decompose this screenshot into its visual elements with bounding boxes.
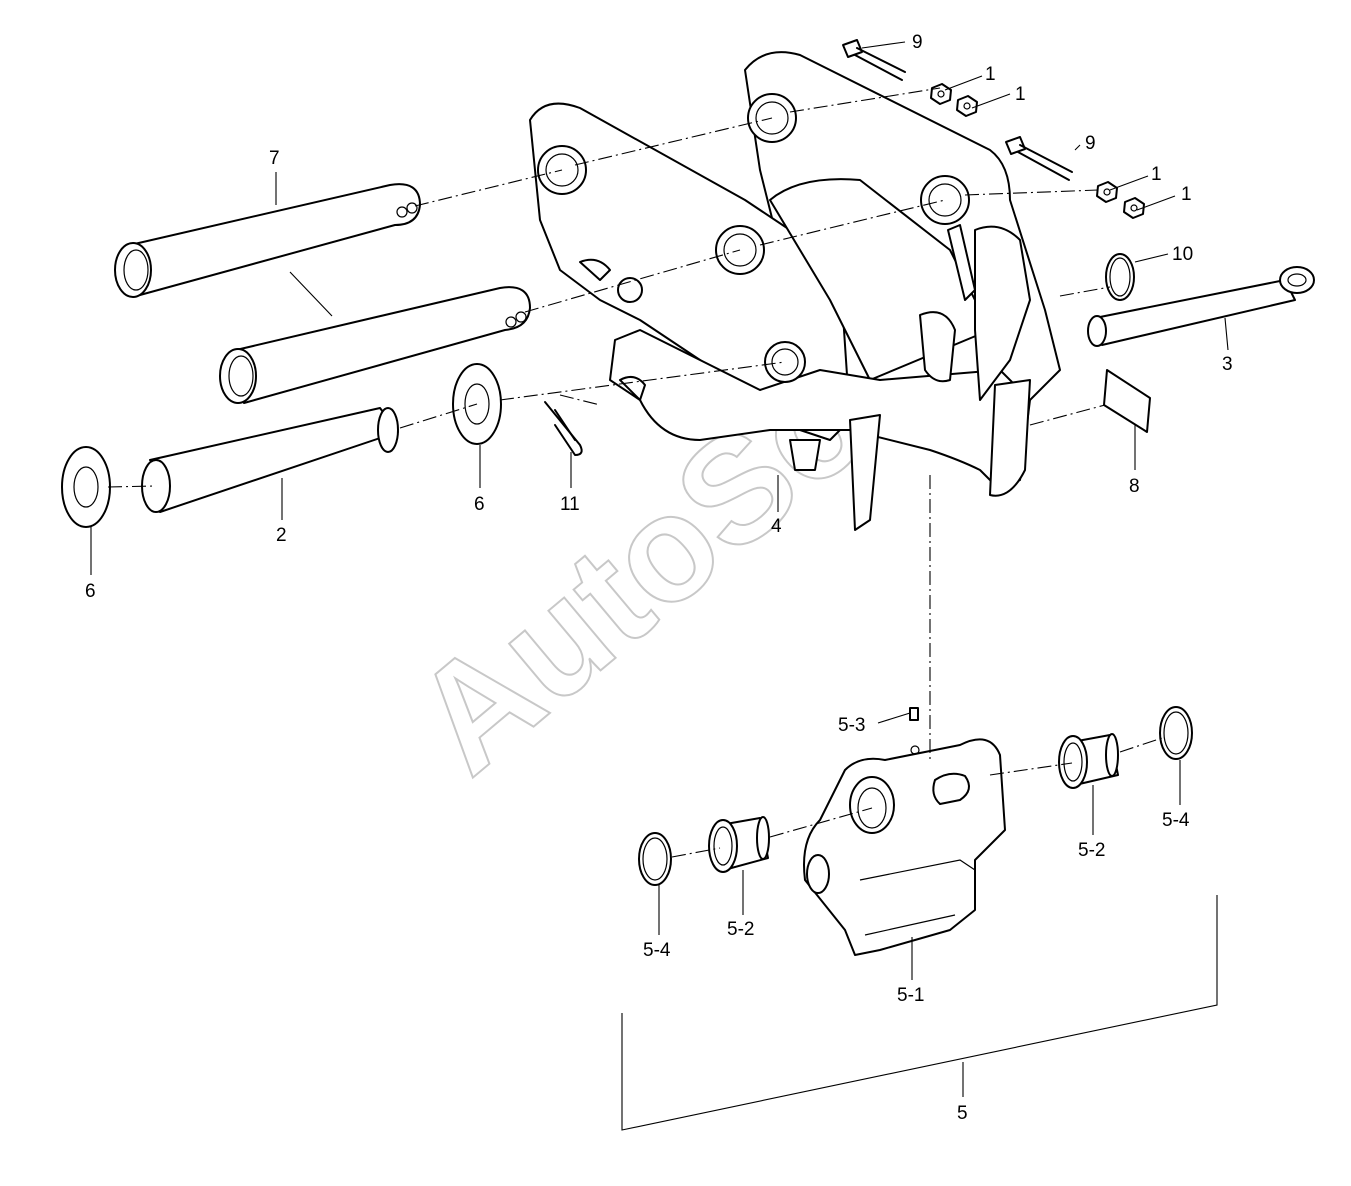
bolt-9-upper [842,39,906,81]
callout-5-3: 5-3 [838,715,865,736]
pin-3 [1087,266,1315,347]
callout-1d: 1 [1181,184,1192,205]
pin-2 [141,407,399,513]
clip-11 [544,401,583,456]
nut-1a [930,83,952,105]
callout-2: 2 [276,525,287,546]
centerlines [107,87,1166,858]
callout-9-upper: 9 [912,32,923,53]
callout-1c: 1 [1151,164,1162,185]
callout-5-2-right: 5-2 [1078,840,1105,861]
callout-5-4-left: 5-4 [643,940,671,961]
hook-block-5-1 [803,738,1006,956]
callout-5-1: 5-1 [897,985,924,1006]
nut-1d [1123,197,1145,219]
callout-6-left: 6 [85,581,96,602]
nut-1b [956,95,978,117]
seal-5-4-left [638,832,672,886]
grease-fitting-5-3 [909,707,919,721]
bolt-9-lower [1005,136,1073,181]
pin-middle [219,286,531,404]
callout-6-right: 6 [474,494,485,515]
callout-5-4-right: 5-4 [1162,810,1190,831]
callout-7: 7 [269,148,280,169]
bushing-5-2-left [708,816,770,873]
callout-1b: 1 [1015,84,1026,105]
callout-5-2-left: 5-2 [727,919,754,940]
pin-7 [114,183,421,298]
callout-8: 8 [1129,476,1140,497]
nut-1c [1096,181,1118,203]
callout-10: 10 [1172,244,1193,265]
coupler-frame [529,51,1061,531]
callout-3: 3 [1222,354,1233,375]
bushing-5-2-right [1058,733,1119,789]
ring-10 [1105,253,1135,301]
callout-1a: 1 [985,64,996,85]
seal-5-4-right [1159,706,1193,760]
washer-6-left [61,446,111,528]
plate-8 [1103,369,1151,433]
callout-4: 4 [771,516,782,537]
callout-9-lower: 9 [1085,133,1096,154]
callout-labels: 7 9 1 1 9 1 1 10 3 8 2 6 6 11 4 5-3 5-4 … [85,32,1233,1124]
leader-lines [90,41,1229,1131]
callout-5: 5 [957,1103,968,1124]
callout-11: 11 [560,494,580,515]
